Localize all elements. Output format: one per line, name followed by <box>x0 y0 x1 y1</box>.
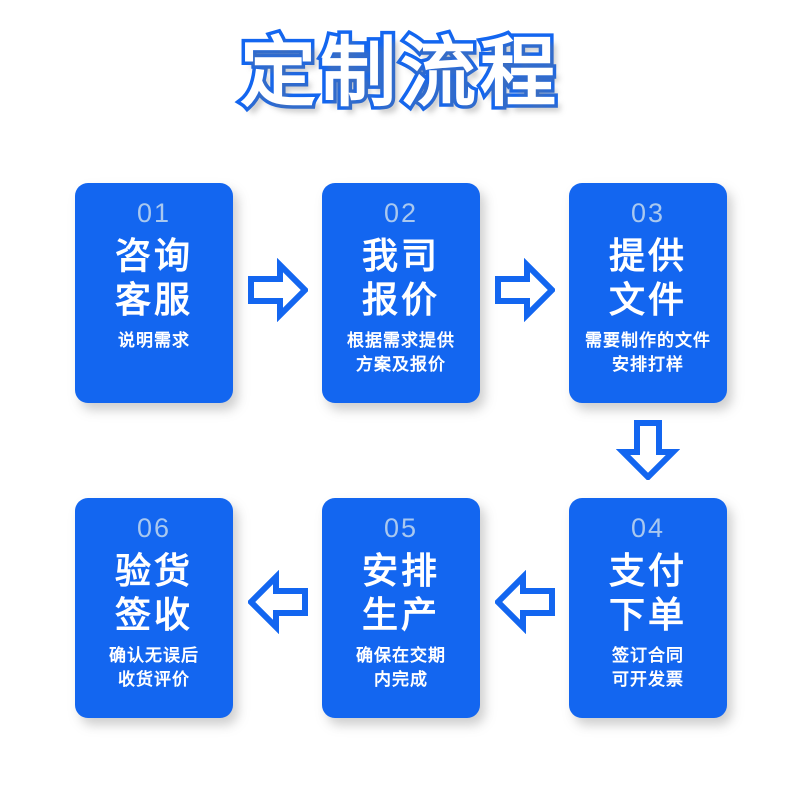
step-description: 需要制作的文件 安排打样 <box>585 329 711 378</box>
step-description-line: 收货评价 <box>118 670 190 690</box>
step-title: 验货 签收 <box>115 549 193 637</box>
step-title: 安排 生产 <box>362 549 440 637</box>
flow-step-card-06[interactable]: 06 验货 签收 确认无误后 收货评价 <box>75 498 233 718</box>
step-number: 02 <box>383 198 419 228</box>
step-title-line: 签收 <box>114 593 193 635</box>
step-description-line: 可开发票 <box>612 670 684 690</box>
step-title: 咨询 客服 <box>115 234 193 322</box>
step-number: 03 <box>630 198 666 228</box>
step-description: 确认无误后 收货评价 <box>109 644 199 693</box>
step-number: 05 <box>383 513 419 543</box>
step-description-line: 说明需求 <box>118 330 190 350</box>
step-title-line: 我司 <box>361 234 440 276</box>
arrow-left-icon <box>248 570 308 634</box>
step-number: 01 <box>136 198 172 228</box>
step-number: 04 <box>630 513 666 543</box>
step-title-line: 生产 <box>361 593 440 635</box>
flow-step-card-02[interactable]: 02 我司 报价 根据需求提供 方案及报价 <box>322 183 480 403</box>
step-description-line: 方案及报价 <box>356 355 446 375</box>
step-description-line: 根据需求提供 <box>347 330 455 350</box>
arrow-left-icon <box>495 570 555 634</box>
step-title-line: 验货 <box>114 549 193 591</box>
arrow-right-icon <box>248 258 308 322</box>
flow-step-card-01[interactable]: 01 咨询 客服 说明需求 <box>75 183 233 403</box>
step-description-line: 需要制作的文件 <box>585 330 711 350</box>
arrow-down-icon <box>616 420 680 480</box>
step-title: 支付 下单 <box>609 549 687 637</box>
step-number: 06 <box>136 513 172 543</box>
step-title-line: 报价 <box>361 278 440 320</box>
step-description: 确保在交期 内完成 <box>356 644 446 693</box>
step-description: 根据需求提供 方案及报价 <box>347 329 455 378</box>
step-title-line: 下单 <box>608 593 687 635</box>
step-title: 我司 报价 <box>362 234 440 322</box>
step-title-line: 安排 <box>361 549 440 591</box>
step-title-line: 提供 <box>608 234 687 276</box>
step-title-line: 支付 <box>608 549 687 591</box>
step-title-line: 客服 <box>114 278 193 320</box>
arrow-right-icon <box>495 258 555 322</box>
step-title: 提供 文件 <box>609 234 687 322</box>
step-title-line: 咨询 <box>114 234 193 276</box>
page-title: 定制流程 <box>237 31 560 116</box>
step-description-line: 确保在交期 <box>356 645 446 665</box>
step-description-line: 确认无误后 <box>109 645 199 665</box>
flow-step-card-04[interactable]: 04 支付 下单 签订合同 可开发票 <box>569 498 727 718</box>
flow-step-card-03[interactable]: 03 提供 文件 需要制作的文件 安排打样 <box>569 183 727 403</box>
step-title-line: 文件 <box>608 278 687 320</box>
step-description: 签订合同 可开发票 <box>612 644 684 693</box>
flow-step-card-05[interactable]: 05 安排 生产 确保在交期 内完成 <box>322 498 480 718</box>
step-description-line: 签订合同 <box>612 645 684 665</box>
step-description-line: 内完成 <box>374 670 428 690</box>
step-description-line: 安排打样 <box>612 355 684 375</box>
step-description: 说明需求 <box>118 329 190 354</box>
